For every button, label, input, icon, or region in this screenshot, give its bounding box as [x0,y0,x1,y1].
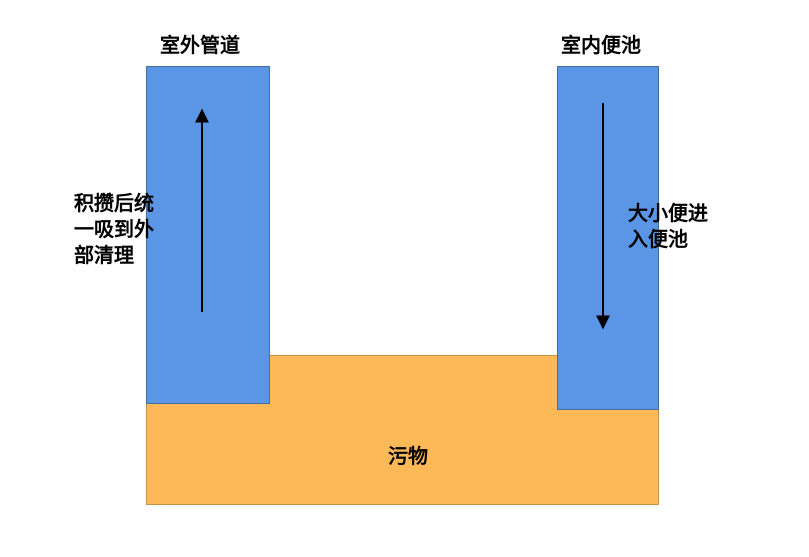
left-note-line: 积攒后统 [74,191,154,215]
waste-label: 污物 [388,444,428,468]
right-note-line: 大小便进 [628,201,708,225]
left-note-line: 部清理 [74,243,134,267]
indoor-tank-column [557,66,659,410]
indoor-tank-title: 室内便池 [561,33,641,57]
left-note: 积攒后统 一吸到外 部清理 [74,190,154,268]
right-note: 大小便进 入便池 [628,200,708,252]
left-note-line: 一吸到外 [74,217,154,241]
right-note-line: 入便池 [628,227,688,251]
outdoor-pipe-title: 室外管道 [160,33,240,57]
